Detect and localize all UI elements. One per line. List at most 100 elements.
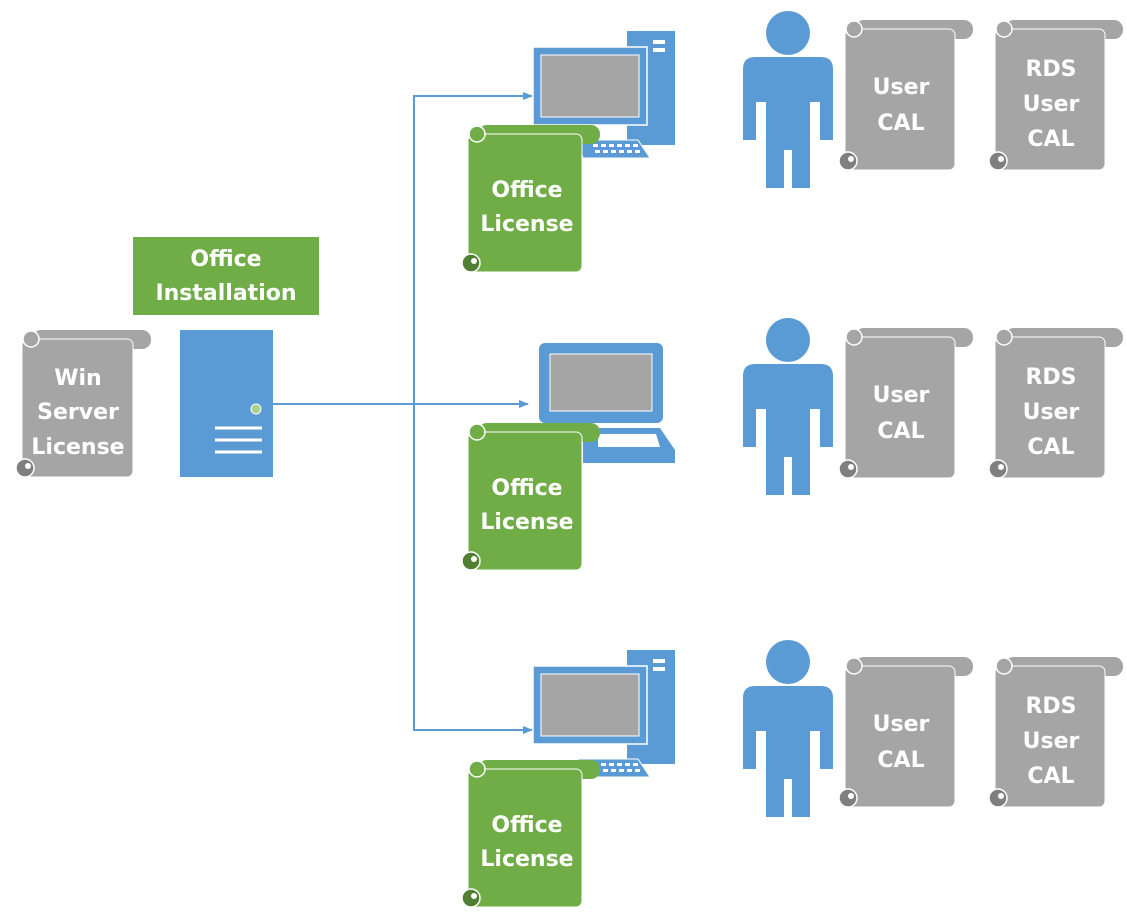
keyboard-key xyxy=(617,763,622,766)
scroll-top-curl xyxy=(845,657,863,675)
office-license-label: License xyxy=(480,212,573,237)
keyboard-key xyxy=(627,769,632,772)
user-cal-label: User xyxy=(873,712,930,737)
tower-slot xyxy=(653,667,665,671)
person-head xyxy=(766,640,810,684)
desktop-computer-icon xyxy=(532,31,675,159)
scroll-curl-dot xyxy=(471,258,477,264)
keyboard-key xyxy=(611,769,616,772)
scroll-top-curl xyxy=(845,328,863,346)
monitor-screen xyxy=(540,673,640,737)
user-icon xyxy=(743,318,833,495)
office-license-label: License xyxy=(480,847,573,872)
user-cal-label: CAL xyxy=(877,111,924,136)
scroll-curl-dot xyxy=(998,464,1004,470)
keyboard-key xyxy=(617,144,622,147)
server-vent-line xyxy=(215,450,262,454)
keyboard-key xyxy=(609,144,614,147)
monitor-screen xyxy=(540,54,640,118)
scroll-curl-dot xyxy=(848,156,854,162)
scroll-top-curl xyxy=(468,125,486,143)
keyboard-key xyxy=(633,763,638,766)
scroll-bottom-curl xyxy=(838,151,858,171)
scroll-body xyxy=(467,133,583,273)
user-cal-label: CAL xyxy=(877,748,924,773)
rds-user-cal-label: CAL xyxy=(1027,435,1074,460)
user-cal-label: User xyxy=(873,383,930,408)
tower-slot xyxy=(653,48,665,52)
scroll-curl-dot xyxy=(471,893,477,899)
rds-user-cal-label: CAL xyxy=(1027,127,1074,152)
scroll-curl-dot xyxy=(848,464,854,470)
scroll-bottom-curl xyxy=(838,459,858,479)
scroll-bottom-curl xyxy=(988,788,1008,808)
server-vent-line xyxy=(215,426,262,430)
user-icon xyxy=(743,11,833,188)
keyboard-key xyxy=(625,144,630,147)
server-vent-line xyxy=(215,438,262,442)
scroll-top-curl xyxy=(995,20,1013,38)
server-status-led xyxy=(250,403,262,415)
scroll-bottom-curl xyxy=(988,459,1008,479)
keyboard-key xyxy=(619,769,624,772)
person-body xyxy=(743,57,833,188)
desktop-computer-icon xyxy=(532,650,675,778)
person-head xyxy=(766,318,810,362)
rds-user-cal-label: User xyxy=(1023,400,1080,425)
office-license-label: Office xyxy=(491,178,562,203)
scroll-top-curl xyxy=(995,328,1013,346)
scroll-bottom-curl xyxy=(15,458,35,478)
scroll-bottom-curl xyxy=(461,888,481,908)
user-cal-label: User xyxy=(873,75,930,100)
keyboard-key xyxy=(611,150,616,153)
office-license-label: Office xyxy=(491,476,562,501)
office-installation-bg xyxy=(133,237,319,315)
scroll-body xyxy=(844,665,956,808)
win-server-license-label: Server xyxy=(37,400,119,425)
scroll-body xyxy=(21,338,134,478)
scroll-curl-dot xyxy=(471,556,477,562)
keyboard-key xyxy=(625,763,630,766)
scroll-body xyxy=(994,665,1106,808)
scroll-body xyxy=(467,431,583,571)
scroll-curl-dot xyxy=(998,793,1004,799)
scroll-bottom-curl xyxy=(838,788,858,808)
rds-user-cal-label: RDS xyxy=(1025,694,1076,719)
connectors xyxy=(273,92,533,734)
keyboard-key xyxy=(593,144,598,147)
keyboard-key xyxy=(601,144,606,147)
person-head xyxy=(766,11,810,55)
office-installation-label: Installation xyxy=(155,281,296,306)
scroll-bottom-curl xyxy=(461,551,481,571)
office-license-label: License xyxy=(480,510,573,535)
user-icon xyxy=(743,640,833,817)
server-body xyxy=(180,330,273,477)
keyboard-key xyxy=(601,763,606,766)
keyboard-key xyxy=(633,144,638,147)
rds-user-cal-label: RDS xyxy=(1025,365,1076,390)
scroll-body xyxy=(994,336,1106,479)
scroll-curl-dot xyxy=(998,156,1004,162)
keyboard-key xyxy=(635,150,640,153)
scroll-body xyxy=(994,28,1106,171)
keyboard-key xyxy=(609,763,614,766)
tower-slot xyxy=(653,659,665,663)
keyboard-key xyxy=(627,150,632,153)
laptop-icon xyxy=(539,343,675,463)
scroll-bottom-curl xyxy=(988,151,1008,171)
keyboard-key xyxy=(619,150,624,153)
scroll-top-curl xyxy=(845,20,863,38)
scroll-top-curl xyxy=(468,423,486,441)
keyboard-key xyxy=(603,150,608,153)
scroll-top-curl xyxy=(995,657,1013,675)
